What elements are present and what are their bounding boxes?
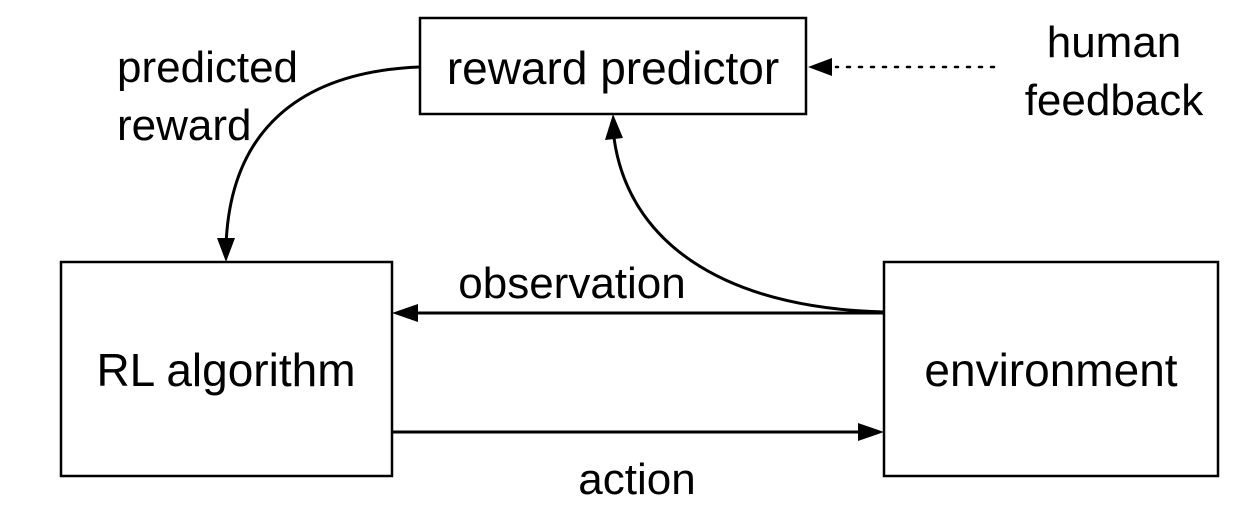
predicted-reward-arrow-line — [224, 65, 420, 247]
environment-to-predictor-arrow-line — [612, 137, 885, 314]
predicted-reward-label-line2: reward — [117, 101, 252, 150]
observation-label: observation — [458, 259, 685, 308]
human-feedback-edge: human feedback — [808, 18, 1204, 125]
predicted-reward-arrowhead — [217, 238, 235, 262]
action-edge: action — [392, 423, 884, 504]
predicted-reward-label-line1: predicted — [117, 43, 298, 92]
environment-node: environment — [882, 260, 1220, 478]
environment-to-predictor-edge — [605, 114, 885, 314]
reward-predictor-label: reward predictor — [447, 42, 779, 94]
predicted-reward-edge: predicted reward — [117, 43, 420, 262]
action-label: action — [578, 455, 695, 504]
environment-label: environment — [924, 344, 1177, 396]
rl-algorithm-label: RL algorithm — [96, 344, 355, 396]
reward-predictor-node: reward predictor — [418, 16, 808, 116]
human-feedback-label-line1: human — [1047, 18, 1182, 67]
observation-edge: observation — [392, 259, 884, 322]
action-arrowhead — [858, 423, 884, 441]
environment-to-predictor-arrowhead — [605, 114, 623, 140]
human-feedback-label-line2: feedback — [1025, 76, 1205, 125]
observation-arrowhead — [392, 304, 418, 322]
human-feedback-arrowhead — [808, 58, 832, 76]
rl-algorithm-node: RL algorithm — [59, 260, 394, 478]
